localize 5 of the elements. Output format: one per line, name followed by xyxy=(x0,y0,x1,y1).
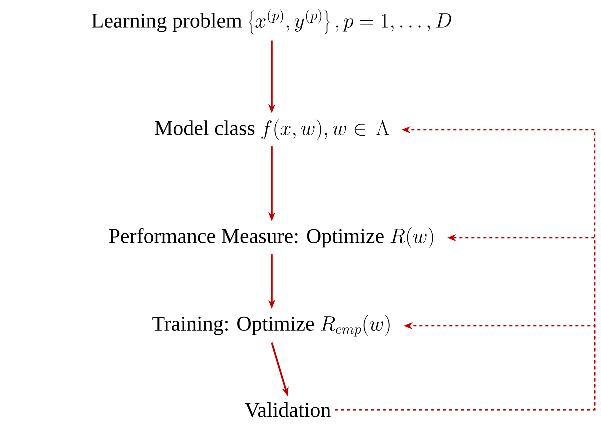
flow-step-text: Model class $f(x,w), w\in\,\Lambda$ xyxy=(155,120,390,140)
flow-step-text: Performance Measure: Optimize $R(w)$ xyxy=(109,228,434,248)
flow-step-text: Training: Optimize $R_{emp}(w)$ xyxy=(152,315,390,337)
flow-step-text: Learning problem $\left\{x^{(p)},y^{(p)}\right\}, p=1,\ldots,D$ xyxy=(92,9,452,35)
flow-step-text: Validation xyxy=(245,402,331,418)
